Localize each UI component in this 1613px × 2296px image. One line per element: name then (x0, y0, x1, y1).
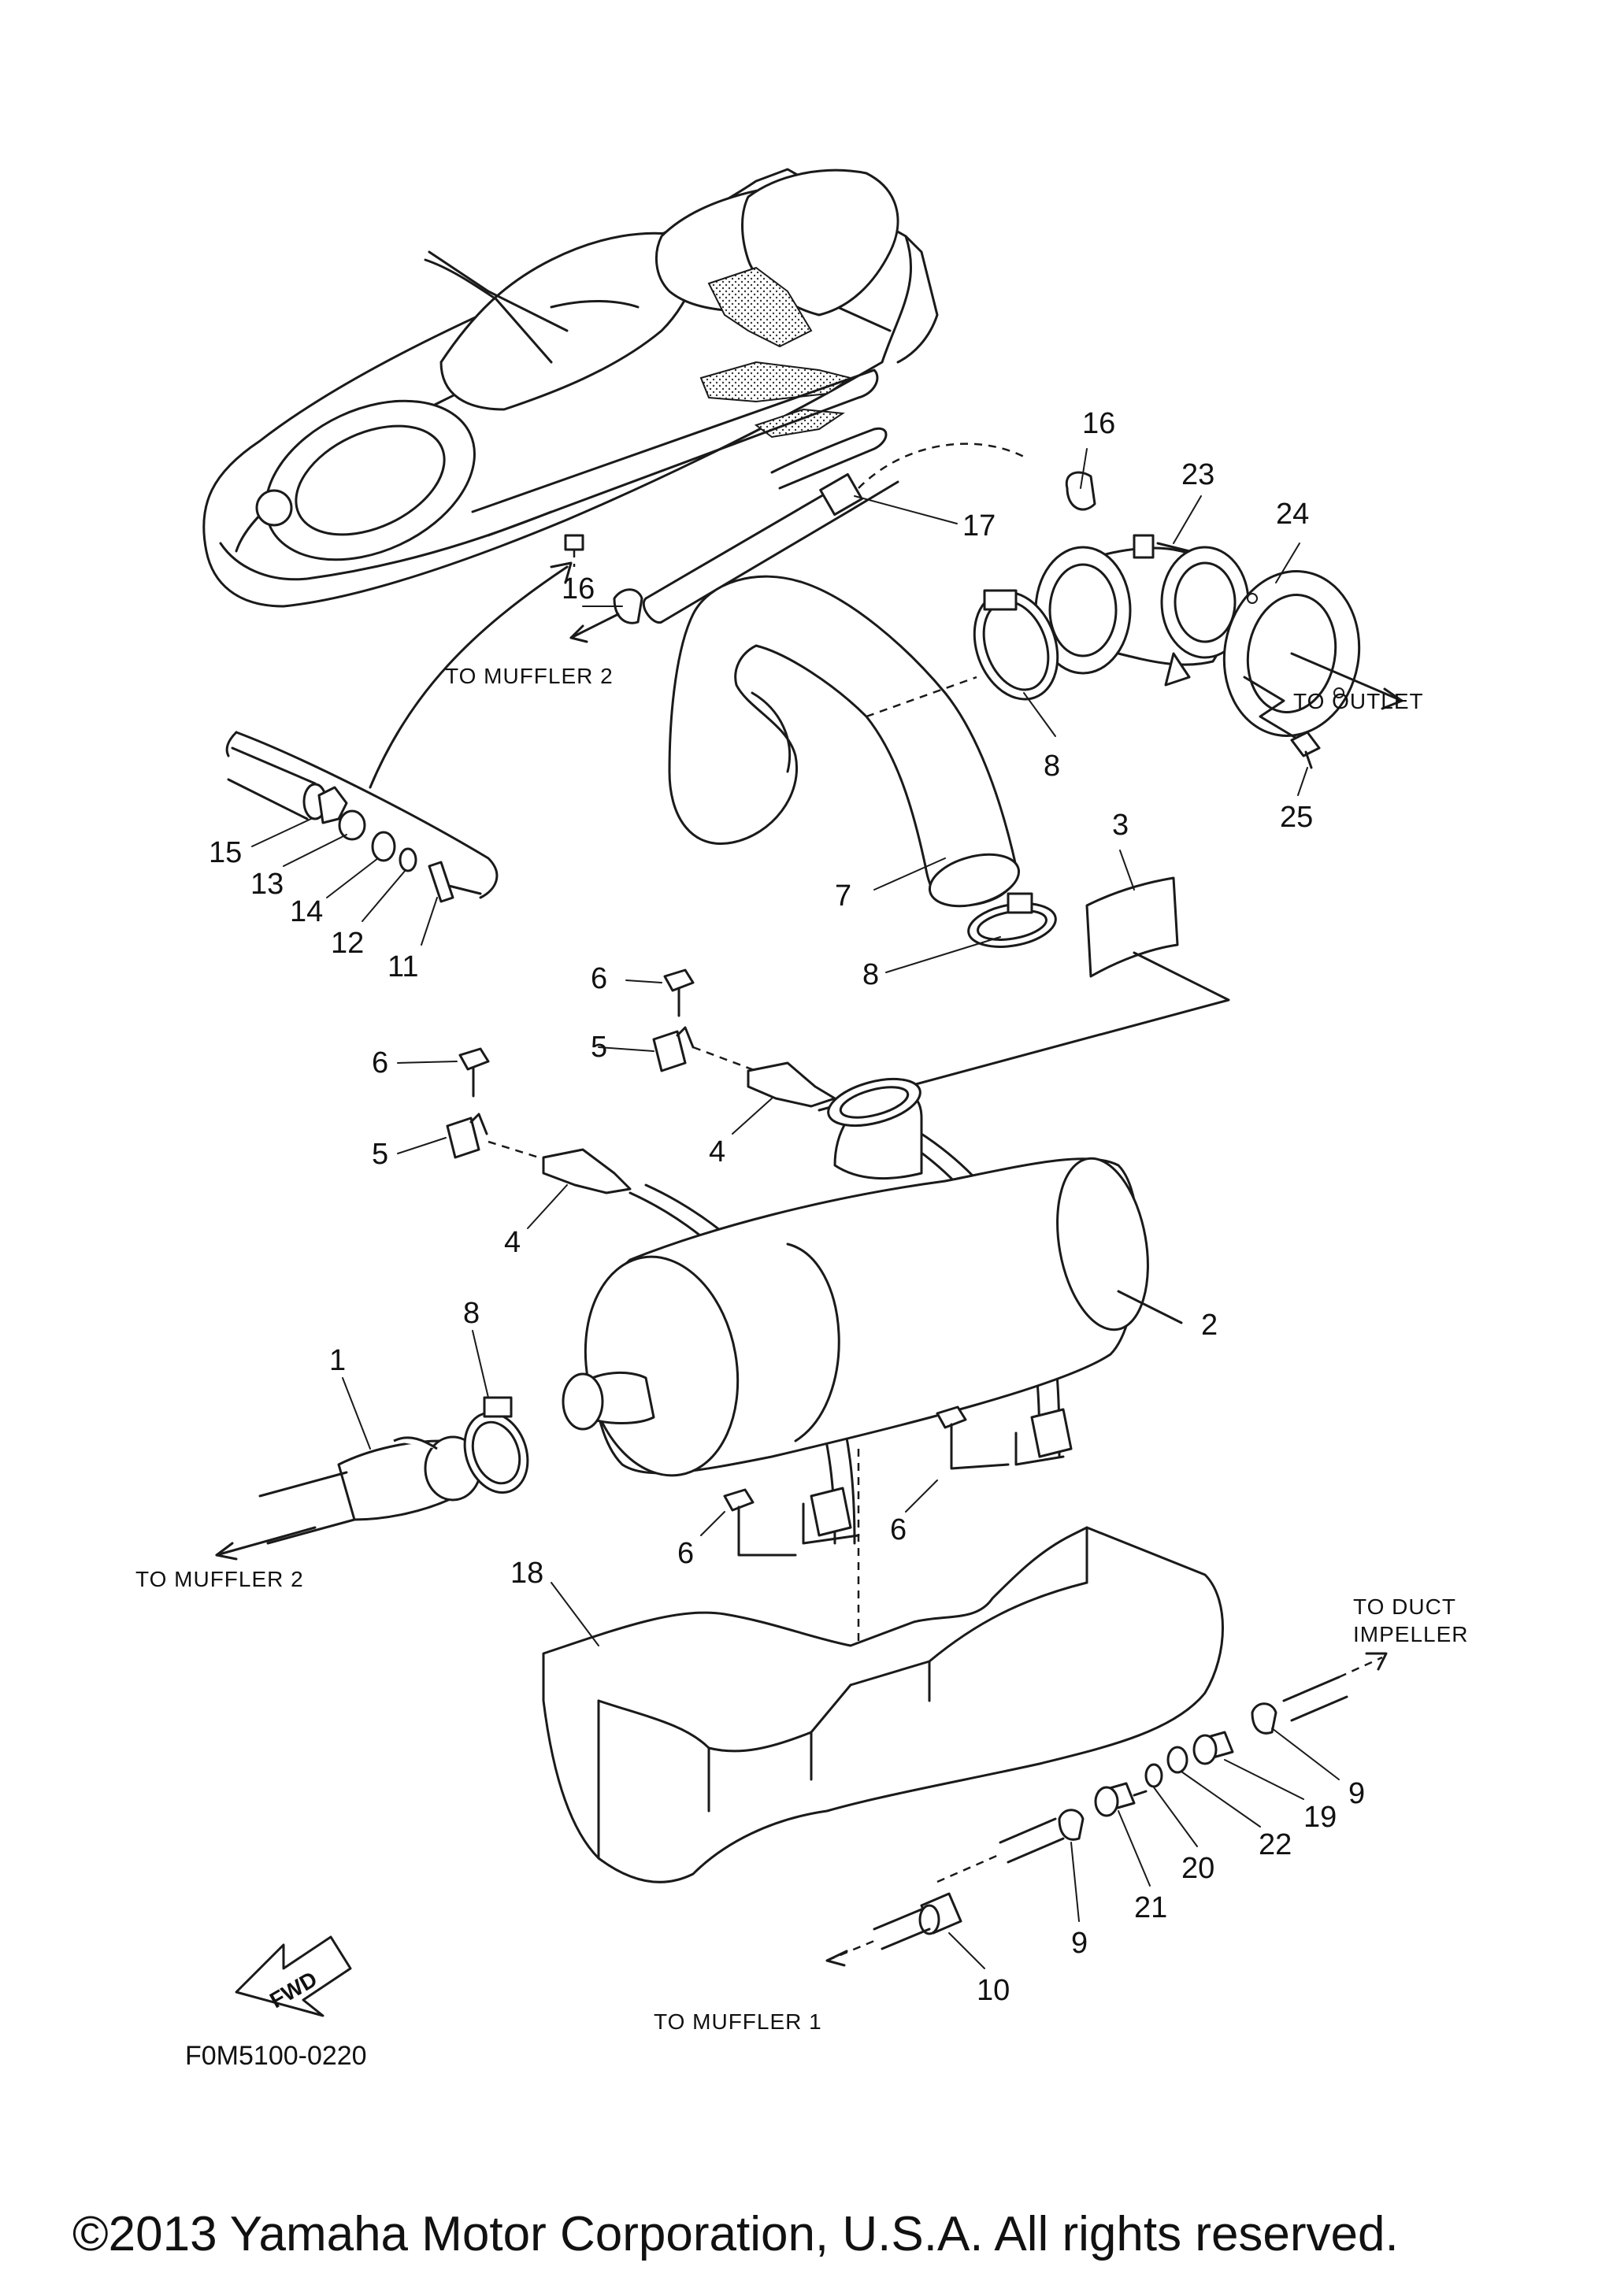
connection-arrow (550, 561, 573, 584)
hose-clamp-9-left (1058, 1809, 1085, 1841)
callout-25: 25 (1280, 801, 1313, 834)
bolt-6-upper (663, 968, 695, 1017)
hose-duct-impeller (1282, 1652, 1388, 1722)
callout-22: 22 (1259, 1828, 1292, 1861)
callout-5: 5 (372, 1138, 388, 1171)
label-to-muffler-1: TO MUFFLER 1 (654, 2009, 822, 2034)
callout-21: 21 (1134, 1891, 1167, 1924)
callout-9: 9 (1071, 1927, 1088, 1960)
gasket-24 (1222, 570, 1403, 742)
bolt-small-boat (564, 534, 584, 567)
callout-6: 6 (372, 1046, 388, 1079)
hose-17 (643, 443, 1025, 624)
callout-9: 9 (1348, 1777, 1365, 1810)
muffler-2 (562, 1077, 1183, 1477)
hose-clamp-8-left (463, 1396, 529, 1494)
callout-17: 17 (962, 509, 996, 543)
bolt-25 (1290, 731, 1321, 769)
callout-7: 7 (835, 880, 851, 913)
exhaust-pipe-7 (668, 575, 1021, 908)
exhaust-elbow-23 (1034, 534, 1250, 687)
hose-clamp-16-top (1065, 471, 1096, 511)
callout-11: 11 (387, 950, 418, 983)
callout-4: 4 (709, 1135, 725, 1168)
callout-20: 20 (1181, 1852, 1214, 1885)
cover-18 (542, 1526, 1224, 1883)
hose-clamp-8-mid (967, 892, 1057, 948)
callout-16: 16 (562, 572, 595, 605)
callout-23: 23 (1181, 458, 1214, 491)
hose-clamp-8-top (973, 589, 1059, 701)
callout-numbers: 16 23 24 17 16 8 25 7 8 3 15 13 14 12 11… (209, 407, 1365, 2007)
callout-16: 16 (1082, 407, 1115, 440)
connection-arc (369, 565, 569, 789)
callout-3: 3 (1112, 809, 1129, 842)
label-to-outlet: TO OUTLET (1293, 689, 1424, 713)
callout-12: 12 (331, 927, 364, 960)
callout-18: 18 (510, 1557, 543, 1590)
label-to-muffler-2-bottom: TO MUFFLER 2 (135, 1567, 304, 1591)
hose-muffler-1 (936, 1817, 1065, 1883)
callout-8: 8 (1044, 750, 1060, 783)
hose-clamp-16-lower (569, 588, 643, 643)
callout-6: 6 (591, 962, 607, 995)
bolt-6-lower-left (723, 1488, 797, 1557)
callout-8: 8 (463, 1297, 480, 1330)
callout-6: 6 (890, 1513, 907, 1546)
callout-2: 2 (1201, 1309, 1218, 1342)
plate-3 (818, 876, 1230, 1112)
hose-joint-10 (918, 1892, 962, 1935)
hull-cutaway-inset (225, 731, 499, 903)
hose-to-muffler-1 (825, 1908, 931, 1967)
band-brackets (802, 1408, 1073, 1545)
callout-19: 19 (1303, 1801, 1337, 1834)
hose-1 (215, 1435, 482, 1561)
callout-10: 10 (977, 1974, 1010, 2007)
clip-5-left (446, 1113, 488, 1159)
callout-13: 13 (250, 868, 284, 901)
callout-4: 4 (504, 1226, 521, 1259)
fitting-21 (1094, 1782, 1148, 1817)
label-to-muffler-2-top: TO MUFFLER 2 (445, 664, 614, 688)
callout-24: 24 (1276, 498, 1309, 531)
clip-5-upper (652, 1026, 695, 1072)
callout-6: 6 (677, 1537, 694, 1570)
fitting-19 (1192, 1731, 1234, 1765)
figure-code: F0M5100-0220 (185, 2041, 367, 2071)
leader-lines (251, 448, 1340, 1969)
bolt-6-left (458, 1047, 490, 1098)
label-impeller: IMPELLER (1353, 1622, 1469, 1646)
callout-14: 14 (290, 895, 323, 928)
direction-labels: TO MUFFLER 2 TO OUTLET TO MUFFLER 2 TO D… (135, 664, 1469, 2034)
callout-8: 8 (862, 958, 879, 991)
bolt-6-lower-right (936, 1405, 1010, 1470)
copyright-notice: ©2013 Yamaha Motor Corporation, U.S.A. A… (72, 2207, 1399, 2261)
fwd-arrow-icon: FWD (235, 1935, 352, 2017)
watercraft-illustration (202, 168, 939, 608)
callout-5: 5 (591, 1031, 607, 1064)
washer-20 (1144, 1763, 1163, 1788)
hose-clamp-9-right (1251, 1702, 1277, 1735)
callout-1: 1 (329, 1344, 346, 1377)
callout-15: 15 (209, 836, 242, 869)
label-to-duct: TO DUCT (1353, 1594, 1456, 1619)
washer-22 (1166, 1746, 1188, 1774)
